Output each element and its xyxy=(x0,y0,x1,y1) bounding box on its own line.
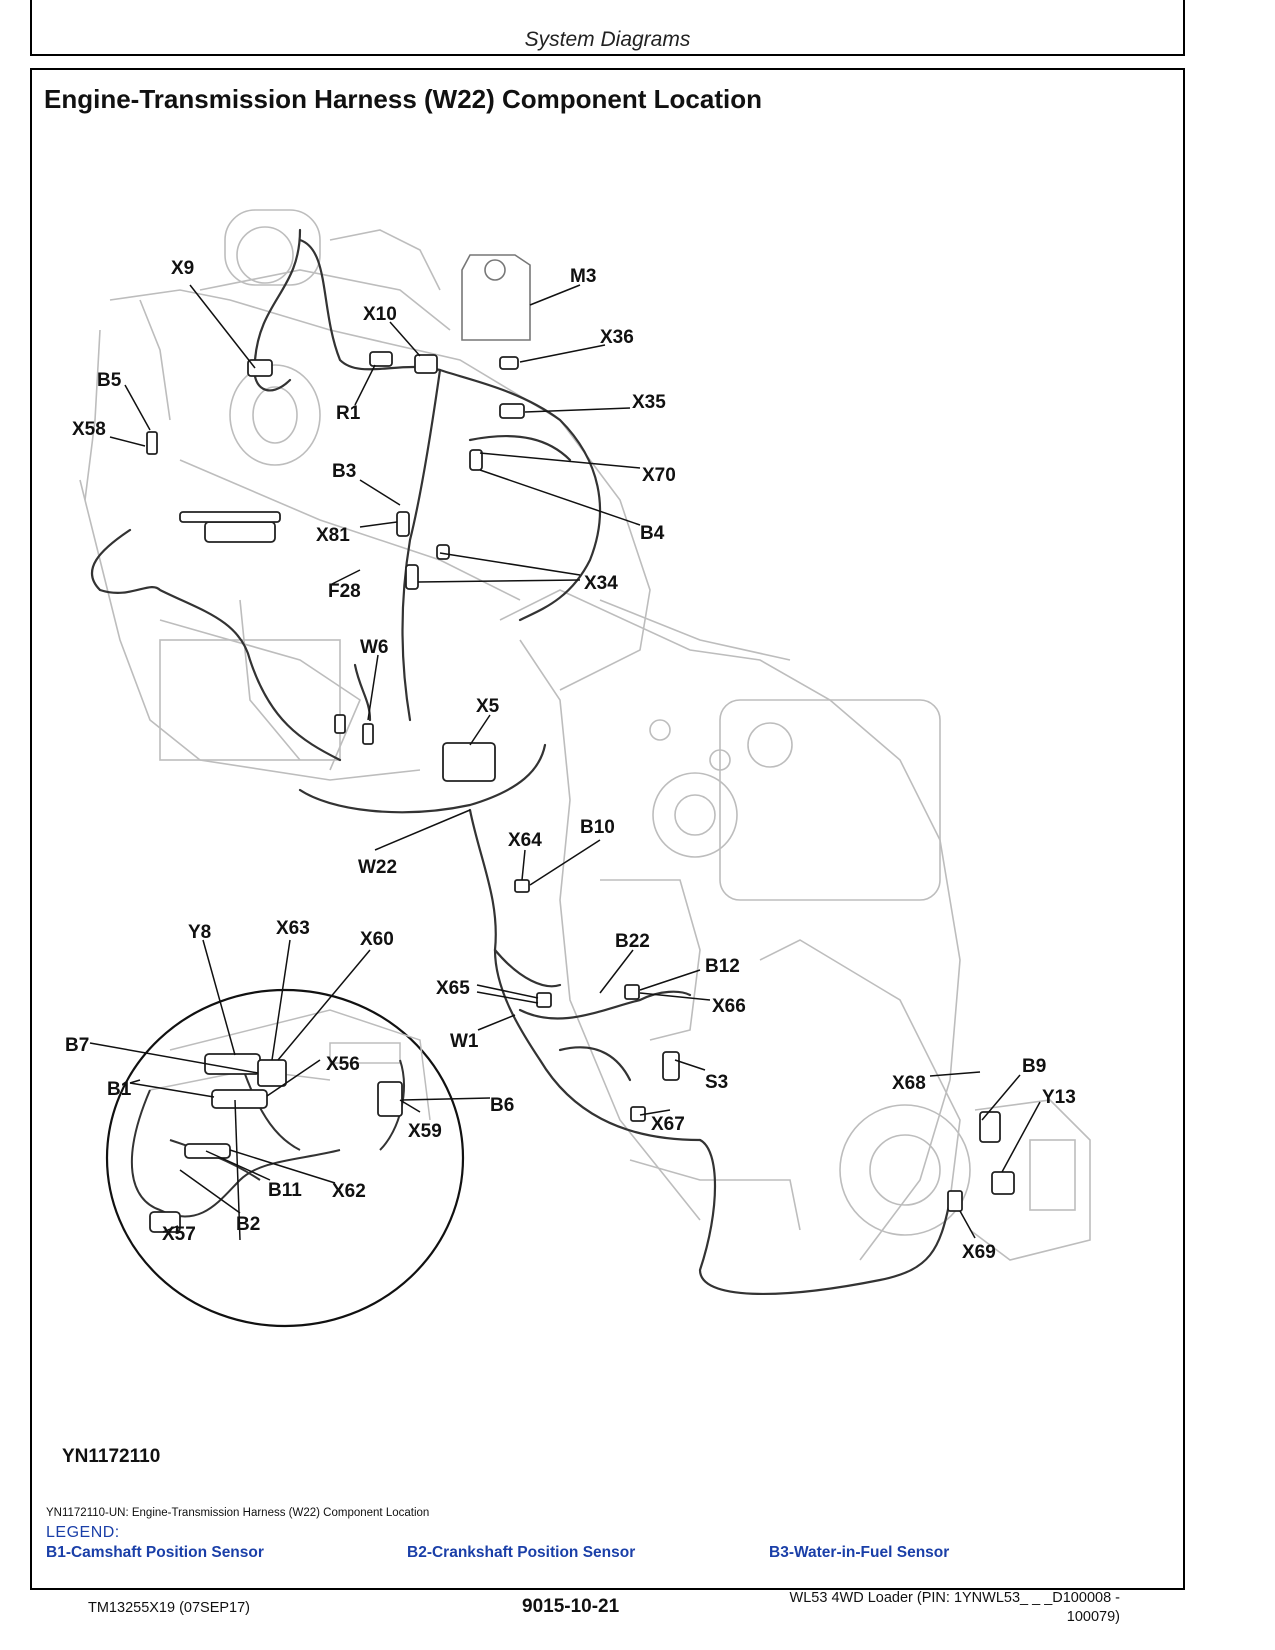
callout-labels: X9 M3 X10 X36 B5 X35 R1 X58 X70 B3 B4 X8… xyxy=(65,258,1076,1263)
callout-label: B7 xyxy=(65,1035,89,1056)
header-box: System Diagrams xyxy=(30,0,1185,56)
transmission-illustration xyxy=(499,589,1091,1261)
wire-harness-w22 xyxy=(90,228,952,1296)
callout-label: X64 xyxy=(508,830,542,851)
callout-label: S3 xyxy=(705,1072,728,1093)
legend-heading: LEGEND: xyxy=(46,1524,120,1541)
callout-label: B5 xyxy=(97,370,122,391)
content-frame xyxy=(30,68,1185,1590)
figure-id: YN1172110 xyxy=(62,1446,161,1467)
callout-label: X68 xyxy=(892,1073,926,1094)
callout-label: X56 xyxy=(326,1054,360,1075)
leader-lines xyxy=(89,284,1041,1241)
callout-label: R1 xyxy=(336,403,361,424)
connectors xyxy=(146,351,1015,1212)
callout-label: X66 xyxy=(712,996,746,1017)
callout-label: B6 xyxy=(490,1095,514,1116)
legend-item: B1-Camshaft Position Sensor xyxy=(46,1544,264,1561)
callout-label: B11 xyxy=(268,1180,302,1201)
callout-label: X57 xyxy=(162,1224,196,1245)
callout-label: X60 xyxy=(360,929,394,950)
reservoir-m3 xyxy=(461,254,531,341)
callout-label: X81 xyxy=(316,525,350,546)
callout-label: B9 xyxy=(1022,1056,1046,1077)
callout-label: X5 xyxy=(476,696,500,717)
harness-diagram: X9 M3 X10 X36 B5 X35 R1 X58 X70 B3 B4 X8… xyxy=(65,209,1091,1328)
callout-label: W1 xyxy=(450,1031,479,1052)
callout-label: W22 xyxy=(358,857,397,878)
callout-label: X70 xyxy=(642,465,676,486)
machine-info-line: WL53 4WD Loader (PIN: 1YNWL53_ _ _D10000… xyxy=(789,1590,1120,1606)
callout-label: Y13 xyxy=(1042,1087,1076,1108)
callout-label: F28 xyxy=(328,581,361,602)
callout-label: B2 xyxy=(236,1214,260,1235)
callout-label: W6 xyxy=(360,637,389,658)
callout-label: X35 xyxy=(632,392,666,413)
callout-label: B10 xyxy=(580,817,615,838)
callout-label: B1 xyxy=(107,1079,132,1100)
callout-label: X10 xyxy=(363,304,397,325)
engine-illustration xyxy=(79,209,651,781)
callout-label: X65 xyxy=(436,978,470,999)
callout-label: X58 xyxy=(72,419,106,440)
callout-label: B3 xyxy=(332,461,356,482)
machine-info-line: 100079) xyxy=(1066,1609,1120,1625)
callout-label: X36 xyxy=(600,327,634,348)
legend-item: B3-Water-in-Fuel Sensor xyxy=(769,1544,950,1561)
callout-label: X62 xyxy=(332,1181,366,1202)
page-title: Engine-Transmission Harness (W22) Compon… xyxy=(44,84,762,114)
callout-label: B22 xyxy=(615,931,650,952)
callout-label: X63 xyxy=(276,918,310,939)
callout-label: B4 xyxy=(640,523,665,544)
legend-item: B2-Crankshaft Position Sensor xyxy=(407,1544,636,1561)
callout-label: B12 xyxy=(705,956,740,977)
callout-label: X67 xyxy=(651,1114,685,1135)
figure-caption: YN1172110-UN: Engine-Transmission Harnes… xyxy=(46,1507,430,1519)
section-title: System Diagrams xyxy=(524,28,691,51)
callout-label: X69 xyxy=(962,1242,996,1263)
callout-label: M3 xyxy=(570,266,596,287)
callout-label: X59 xyxy=(408,1121,442,1142)
machine-info: WL53 4WD Loader (PIN: 1YNWL53_ _ _D10000… xyxy=(740,1589,1120,1627)
callout-label: X9 xyxy=(171,258,194,279)
page-number: 9015-10-21 xyxy=(522,1596,620,1617)
doc-code: TM13255X19 (07SEP17) xyxy=(88,1600,251,1616)
callout-label: X34 xyxy=(584,573,618,594)
callout-label: Y8 xyxy=(188,922,211,943)
detail-inset xyxy=(105,988,465,1328)
